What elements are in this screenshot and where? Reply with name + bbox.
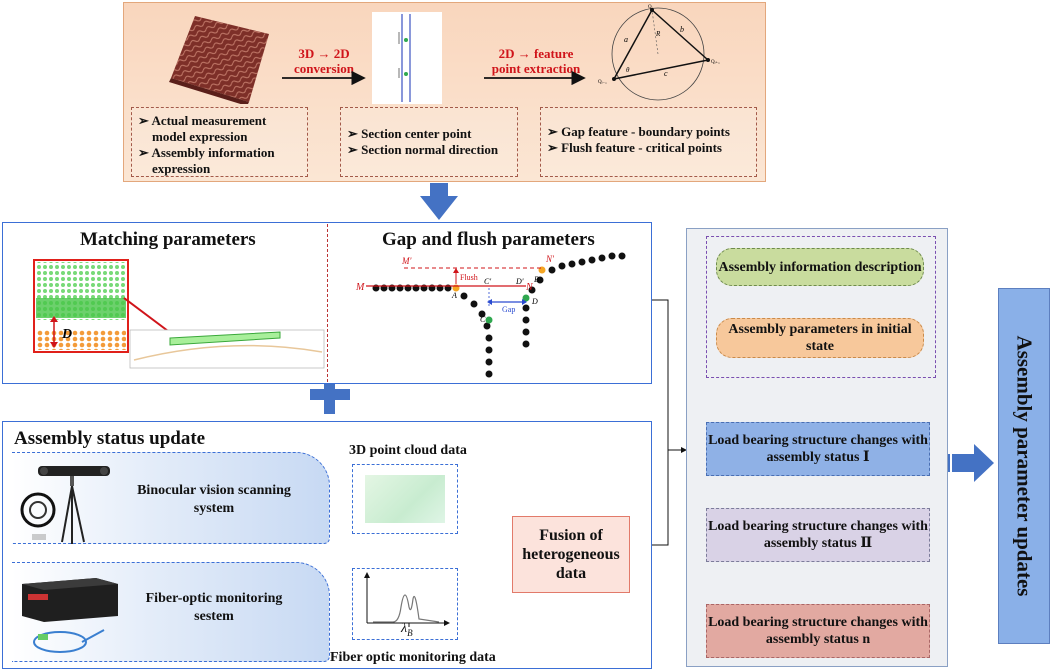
scanner-image: [20, 466, 110, 544]
updates-label: Assembly parameter updates: [1012, 335, 1037, 597]
triangle-label-qip1: Qᵢ₊₁: [711, 60, 720, 65]
conversion-label-feature: 2D → feature point extraction: [491, 46, 581, 76]
gap-flush-diagram: M' N' M N Flush Gap A B C C' D D': [355, 252, 626, 378]
label-n: N: [525, 282, 534, 293]
label-m-prime: M': [401, 256, 412, 266]
triangle-label-b: b: [680, 25, 684, 34]
updates-box: Assembly parameter updates: [998, 288, 1050, 644]
connector-to-right-1: [652, 299, 687, 453]
load-status-1-box: Load bearing structure changes with asse…: [706, 422, 930, 476]
conversion-label-3d-2d: 3D → 2D conversion: [294, 46, 354, 76]
triangle-label-qi: Qᵢ: [648, 5, 653, 10]
fiber-label: Fiber-optic monitoring sestem: [145, 591, 283, 624]
feature-info-box: ➢ Gap feature - boundary points ➢ Flush …: [540, 107, 757, 177]
bullet-item: ➢ Gap feature - boundary points: [547, 124, 730, 139]
block-arrow-right: [952, 454, 974, 472]
bullet-item: ➢ Assembly information expression: [138, 145, 275, 176]
triangle-label-qim1: Qᵢ₋₁: [598, 80, 607, 85]
section-image: [372, 12, 442, 104]
label-d-prime: D': [515, 277, 524, 286]
model-expression-box: ➢ Actual measurement model expression ➢ …: [131, 107, 308, 177]
point-cloud-box: [352, 464, 458, 534]
gap-flush-title: Gap and flush parameters: [382, 229, 595, 250]
matching-d-label: D: [61, 327, 72, 342]
label-a: A: [451, 291, 457, 300]
assembly-info-box: Assembly information description: [716, 248, 924, 286]
label-m: M: [355, 282, 365, 293]
label-c-prime: C': [484, 277, 491, 286]
circumcircle-diagram: a b c R θ Qᵢ Qᵢ₊₁ Qᵢ₋₁: [598, 5, 720, 101]
triangle-label-c: c: [664, 69, 668, 78]
assembly-status-title: Assembly status update: [14, 428, 206, 449]
initial-parameters-box: Assembly parameters in initial state: [716, 318, 924, 358]
fusion-box: Fusion of heterogeneous data: [512, 516, 630, 593]
point-cloud-title: 3D point cloud data: [349, 443, 467, 458]
fiber-data-box: λB: [352, 568, 458, 640]
bullet-item: ➢ Section normal direction: [347, 142, 499, 157]
matching-title: Matching parameters: [80, 229, 256, 250]
load-status-2-box: Load bearing structure changes with asse…: [706, 508, 930, 562]
binocular-label: Binocular vision scanning system: [137, 483, 291, 516]
point-cloud-image: [365, 475, 445, 523]
fiber-data-title: Fiber optic monitoring data: [330, 650, 496, 665]
section-info-box: ➢ Section center point ➢ Section normal …: [340, 107, 518, 177]
fiber-spectrum-plot: [364, 572, 450, 627]
matching-illustration: D: [33, 259, 325, 369]
fiber-monitor-image: [22, 578, 118, 653]
measurement-model-image: [169, 16, 269, 104]
bullet-item: ➢ Actual measurement model expression: [138, 113, 267, 144]
bullet-item: ➢ Flush feature - critical points: [547, 140, 722, 155]
label-c: C: [480, 315, 486, 324]
triangle-label-a: a: [624, 35, 628, 44]
down-arrow-main: [420, 183, 458, 220]
label-b: B: [534, 275, 539, 284]
load-status-n-box: Load bearing structure changes with asse…: [706, 604, 930, 658]
panel-divider: [327, 224, 328, 382]
initial-state-group: [706, 236, 936, 378]
triangle-label-theta: θ: [626, 66, 630, 74]
label-gap: Gap: [502, 305, 515, 314]
bullet-item: ➢ Section center point: [347, 126, 472, 141]
label-n-prime: N': [545, 254, 555, 264]
label-d: D: [531, 297, 538, 306]
lambda-label: λB: [401, 621, 413, 638]
label-flush: Flush: [460, 273, 478, 282]
triangle-label-r: R: [655, 30, 661, 38]
